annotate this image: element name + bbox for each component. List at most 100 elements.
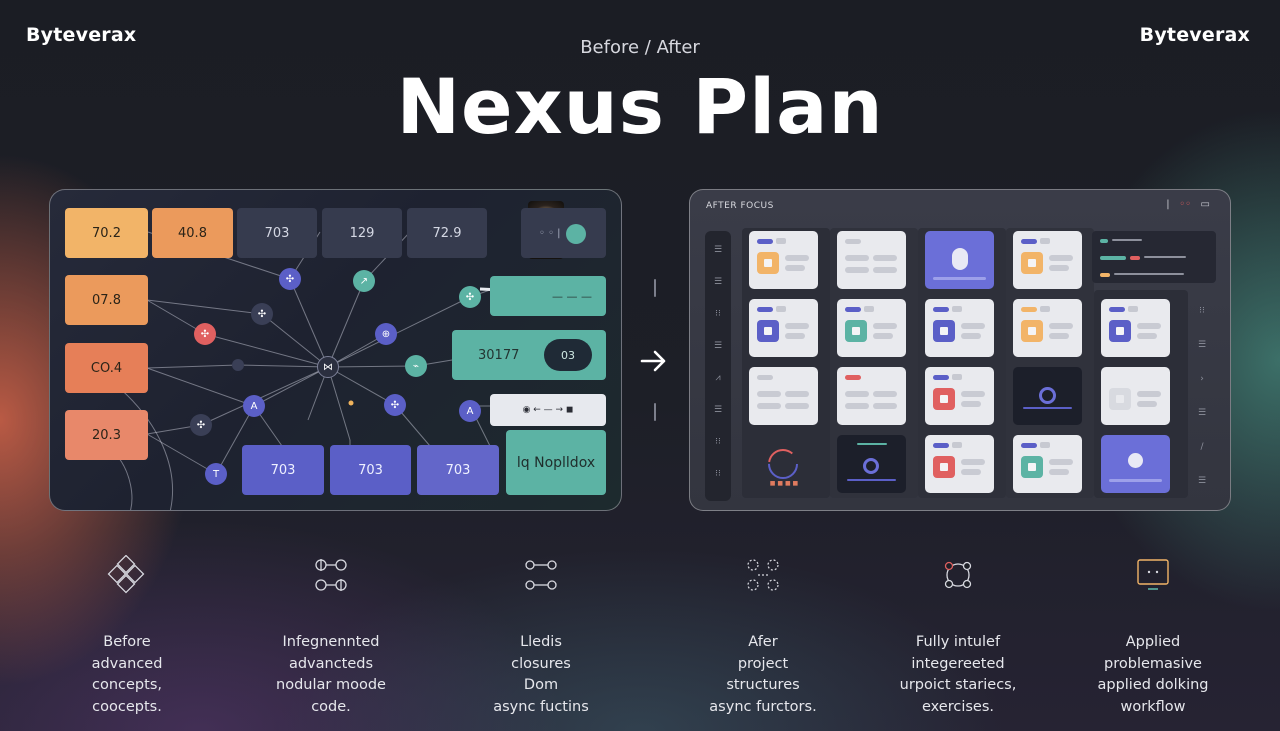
header-dots-icon[interactable]: ◦◦ — [1179, 199, 1191, 210]
kanban-card[interactable] — [749, 231, 818, 289]
kanban-card[interactable] — [1013, 435, 1082, 493]
kanban-card[interactable] — [749, 299, 818, 357]
node-bottom-3[interactable]: 703 — [417, 445, 499, 495]
hub-node-icon[interactable]: ⋈ — [317, 356, 339, 378]
node-top-1[interactable]: 70.2 — [65, 208, 148, 258]
card-line — [873, 391, 897, 397]
node-top-4[interactable]: 129 — [322, 208, 402, 258]
card-line — [847, 479, 896, 481]
card-tag-text — [1040, 238, 1050, 244]
card-tag — [1021, 443, 1037, 448]
node-top-3[interactable]: 703 — [237, 208, 317, 258]
network-node-icon[interactable]: ✣ — [190, 414, 212, 436]
kanban-card[interactable] — [925, 299, 994, 357]
node-grid-icon — [315, 559, 347, 591]
rail-menu-icon[interactable]: ☰ — [713, 277, 723, 287]
kanban-card-focus[interactable] — [837, 435, 906, 493]
network-node-icon[interactable]: A — [459, 400, 481, 422]
card-tag — [1021, 307, 1037, 312]
kanban-card[interactable] — [1013, 231, 1082, 289]
node-left-3[interactable]: 20.3 — [65, 410, 148, 460]
orbit-icon — [944, 561, 972, 589]
kanban-card[interactable] — [1101, 299, 1170, 357]
dash-line-icon: — — — — [552, 289, 592, 303]
node-left-1[interactable]: 07.8 — [65, 275, 148, 325]
teal-big-card[interactable]: lq Noplldox — [506, 430, 606, 495]
rail-menu-icon[interactable]: ☰ — [713, 341, 723, 351]
kanban-card[interactable] — [749, 367, 818, 425]
kanban-card[interactable] — [837, 299, 906, 357]
rail-grid-icon[interactable]: ⁝⁝ — [1199, 306, 1205, 316]
card-drop-icon — [1128, 453, 1143, 468]
node-top-toggle[interactable]: ◦ ◦ | — [521, 208, 606, 258]
node-label: 40.8 — [178, 225, 207, 241]
rail-menu-icon[interactable]: ☰ — [1197, 408, 1207, 418]
network-node-icon[interactable]: A — [243, 395, 265, 417]
node-label: 703 — [270, 462, 296, 478]
flow-row-card[interactable]: ◉ ← — → ◼ — [490, 394, 606, 426]
rail-grid-icon[interactable]: ⁝⁝ — [715, 437, 721, 447]
rail-menu-icon[interactable]: ☰ — [1197, 476, 1207, 486]
network-node-icon[interactable]: ↗ — [353, 270, 375, 292]
network-node-icon[interactable]: T — [205, 463, 227, 485]
rail-menu-icon[interactable]: ☰ — [713, 245, 723, 255]
kanban-card[interactable] — [1013, 299, 1082, 357]
network-node-icon[interactable]: ✣ — [384, 394, 406, 416]
node-top-2[interactable]: 40.8 — [152, 208, 233, 258]
kanban-card[interactable] — [837, 231, 906, 289]
widget-line — [1112, 239, 1142, 241]
network-node-icon[interactable]: ✣ — [251, 303, 273, 325]
card-line — [961, 401, 981, 407]
feature-caption: Afer project structures async furctors. — [709, 634, 817, 715]
rail-grid-icon[interactable]: ⁝⁝ — [715, 469, 721, 479]
header-divider: | — [1166, 199, 1170, 210]
network-node-icon[interactable]: ✣ — [459, 286, 481, 308]
network-node-icon[interactable]: ✣ — [194, 323, 216, 345]
progress-gauge-icon — [768, 449, 798, 479]
rail-menu-icon[interactable]: ☰ — [713, 405, 723, 415]
rail-chevron-icon[interactable]: › — [1200, 374, 1204, 384]
kanban-card[interactable] — [1101, 367, 1170, 425]
card-line — [1049, 459, 1073, 465]
kanban-card-focus[interactable] — [1013, 367, 1082, 425]
teal-card-value: 30177 — [478, 347, 520, 363]
rail-chart-icon[interactable]: ⩘ — [715, 373, 721, 383]
network-node-icon[interactable] — [232, 359, 244, 371]
network-node-icon[interactable]: ⊕ — [375, 323, 397, 345]
kanban-card-highlight[interactable] — [1101, 435, 1170, 493]
rail-menu-icon[interactable]: ☰ — [1197, 340, 1207, 350]
rail-grid-icon[interactable]: ⁝⁝ — [715, 309, 721, 319]
feature-1: Before advanced concepts, coocepts. — [27, 554, 227, 718]
kanban-card[interactable] — [837, 367, 906, 425]
rail-slash-icon[interactable]: / — [1200, 442, 1204, 452]
network-node-icon[interactable]: ✣ — [279, 268, 301, 290]
card-tag — [1109, 307, 1125, 312]
card-line — [845, 255, 869, 261]
activity-widget[interactable] — [1092, 231, 1216, 283]
card-line — [1137, 323, 1161, 329]
divider-dash — [654, 403, 656, 421]
card-line — [961, 459, 985, 465]
card-square-icon — [933, 320, 955, 342]
header-window-icon[interactable]: ▭ — [1200, 199, 1210, 210]
brand-logo-right: Byteverax — [1139, 24, 1250, 46]
feature-caption: Fully intulef integereeted urpoict stari… — [899, 634, 1017, 715]
dotted-nodes-icon — [747, 559, 779, 591]
node-label: 129 — [349, 225, 375, 241]
kanban-card-highlight[interactable] — [925, 231, 994, 289]
kanban-card[interactable] — [925, 367, 994, 425]
node-label: 72.9 — [432, 225, 462, 241]
teal-bar-card[interactable]: — — — — [490, 276, 606, 316]
node-bottom-1[interactable]: 703 — [242, 445, 324, 495]
node-bottom-2[interactable]: 703 — [330, 445, 411, 495]
node-left-2[interactable]: CO.4 — [65, 343, 148, 393]
node-top-5[interactable]: 72.9 — [407, 208, 487, 258]
card-line — [785, 323, 809, 329]
teal-value-card[interactable]: 30177 03 — [452, 330, 606, 380]
kanban-card[interactable] — [925, 435, 994, 493]
network-node-icon[interactable]: ⌁ — [405, 355, 427, 377]
card-tag — [757, 375, 773, 380]
node-label: 70.2 — [92, 225, 121, 241]
widget-line — [1114, 273, 1184, 275]
node-label: 20.3 — [92, 427, 121, 443]
